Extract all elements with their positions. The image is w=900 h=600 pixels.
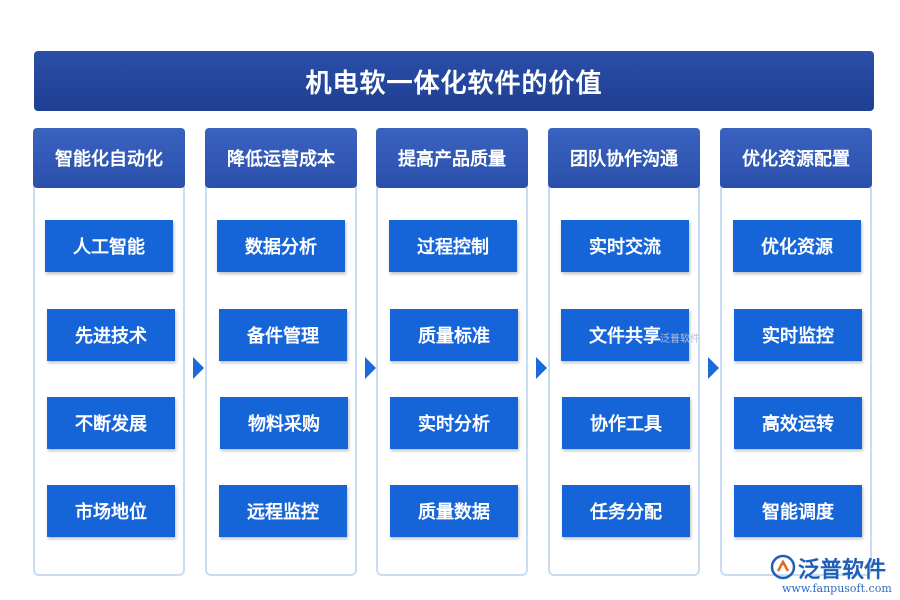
logo-url: www.fanpusoft.com (782, 582, 892, 595)
column-heading: 提高产品质量 (376, 128, 528, 188)
item-box: 优化资源 (733, 220, 861, 272)
item-box: 人工智能 (45, 220, 173, 272)
item-box: 市场地位 (47, 485, 175, 537)
arrow-right-icon (536, 357, 547, 379)
logo-name: 泛普软件 (798, 558, 887, 583)
item-box: 物料采购 (220, 397, 348, 449)
column-heading: 团队协作沟通 (548, 128, 700, 188)
item-box: 不断发展 (47, 397, 175, 449)
item-box: 数据分析 (217, 220, 345, 272)
item-box: 过程控制 (389, 220, 517, 272)
column-heading: 降低运营成本 (205, 128, 357, 188)
column-heading: 智能化自动化 (33, 128, 185, 188)
column-reduce-costs: 降低运营成本 数据分析 备件管理 物料采购 远程监控 (205, 128, 357, 576)
page-title: 机电软一体化软件的价值 (34, 51, 874, 111)
column-optimize-resources: 优化资源配置 优化资源 实时监控 高效运转 智能调度 (720, 128, 872, 576)
item-box: 任务分配 (562, 485, 690, 537)
item-box: 质量数据 (390, 485, 518, 537)
item-box: 协作工具 (562, 397, 690, 449)
column-heading: 优化资源配置 (720, 128, 872, 188)
column-team-collaboration: 团队协作沟通 实时交流 文件共享 协作工具 任务分配 (548, 128, 700, 576)
item-box: 实时分析 (390, 397, 518, 449)
item-box: 备件管理 (219, 309, 347, 361)
arrow-right-icon (193, 357, 204, 379)
arrow-right-icon (708, 357, 719, 379)
item-box: 文件共享 (561, 309, 689, 361)
item-box: 远程监控 (219, 485, 347, 537)
brand-logo: 泛普软件 www.fanpusoft.com (770, 552, 894, 596)
logo-mark-icon (770, 554, 796, 580)
item-box: 实时监控 (734, 309, 862, 361)
item-box: 质量标准 (390, 309, 518, 361)
column-intelligent-automation: 智能化自动化 人工智能 先进技术 不断发展 市场地位 (33, 128, 185, 576)
item-box: 高效运转 (734, 397, 862, 449)
item-box: 实时交流 (561, 220, 689, 272)
item-box: 智能调度 (734, 485, 862, 537)
arrow-right-icon (365, 357, 376, 379)
column-improve-quality: 提高产品质量 过程控制 质量标准 实时分析 质量数据 (376, 128, 528, 576)
watermark: 泛普软件 (660, 334, 700, 345)
item-box: 先进技术 (47, 309, 175, 361)
